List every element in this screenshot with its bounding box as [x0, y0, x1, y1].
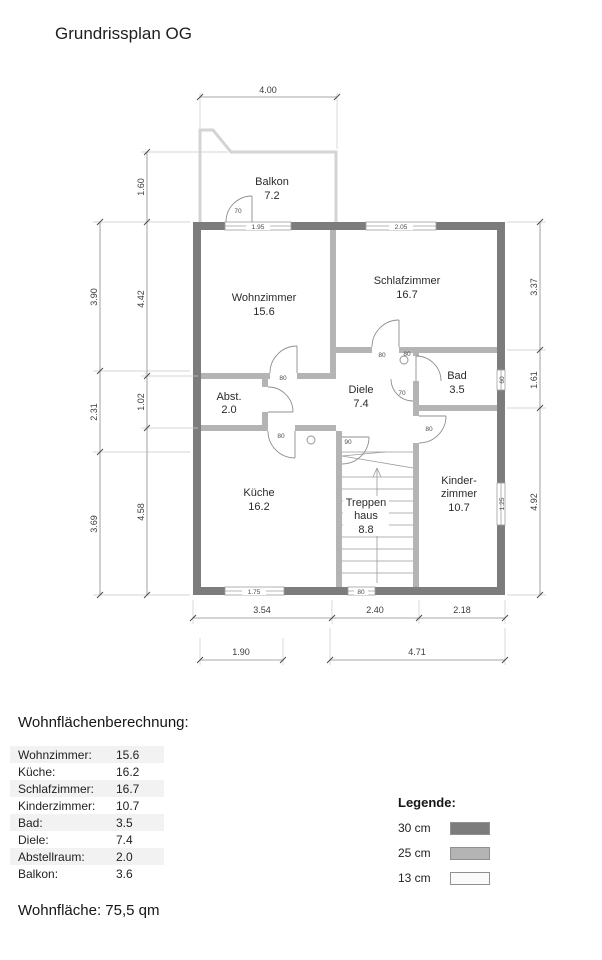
dim-left-inner-1: 4.42: [136, 290, 146, 308]
dim-right-3: 4.92: [529, 493, 539, 511]
label-bad-door: 80: [403, 351, 411, 358]
legend-row: 13 cm: [398, 871, 490, 885]
floorplan-drawing: 4.00 3.90 2.31 3.69 1.60 4.42 1.02 4.58 …: [89, 85, 546, 665]
room-value: 2.0: [116, 849, 133, 864]
label-treppenhaus-door: 90: [344, 439, 352, 446]
table-row: Kinderzimmer: 10.7: [10, 797, 164, 814]
room-name-kueche: Küche: [243, 487, 274, 499]
legend-row: 30 cm: [398, 821, 490, 835]
page-title: Grundrissplan OG: [55, 24, 192, 43]
room-name-diele: Diele: [348, 384, 373, 396]
legend-row: 25 cm: [398, 846, 490, 860]
dimension-labels: 4.00 3.90 2.31 3.69 1.60 4.42 1.02 4.58 …: [89, 85, 539, 657]
legend: Legende: 30 cm 25 cm 13 cm: [398, 795, 490, 885]
dim-balcony-depth: 1.60: [136, 178, 146, 196]
dim-left-inner-2: 1.02: [136, 393, 146, 411]
dim-bottom-upper-3: 2.18: [453, 605, 471, 615]
table-row: Wohnzimmer: 15.6: [10, 746, 164, 763]
dim-left-outer-1: 3.90: [89, 288, 99, 306]
label-window-bottom: 1.75: [248, 589, 261, 596]
label-kueche-door: 80: [277, 433, 285, 440]
table-row: Schlafzimmer: 16.7: [10, 780, 164, 797]
room-name-wohnzimmer: Wohnzimmer: [232, 292, 297, 304]
label-kinderzimmer-door: 80: [425, 426, 433, 433]
room-label: Küche:: [18, 764, 56, 779]
label-diele-door: 70: [398, 390, 406, 397]
legend-heading: Legende:: [398, 795, 456, 810]
table-row: Balkon: 3.6: [10, 865, 164, 882]
room-name-treppenhaus-1: Treppen: [346, 497, 387, 509]
room-area-treppenhaus: 8.8: [358, 524, 373, 536]
dim-top-width: 4.00: [259, 85, 277, 95]
wall-25cm-swatch: [450, 846, 490, 860]
room-value: 15.6: [116, 747, 140, 762]
dim-left-inner-3: 4.58: [136, 503, 146, 521]
legend-label-30cm: 30 cm: [398, 821, 431, 835]
room-value: 3.5: [116, 815, 133, 830]
room-name-bad: Bad: [447, 370, 467, 382]
room-name-balkon: Balkon: [255, 176, 289, 188]
room-value: 7.4: [116, 832, 133, 847]
room-label: Abstellraum:: [18, 849, 85, 864]
room-area-bad: 3.5: [449, 384, 464, 396]
door-pivot-icon: [306, 435, 316, 445]
label-window-top-right: 2.05: [395, 224, 408, 231]
dim-bottom-upper-1: 3.54: [253, 605, 271, 615]
room-name-abstellraum: Abst.: [216, 391, 241, 403]
label-window-bad: 60: [499, 376, 506, 384]
legend-label-25cm: 25 cm: [398, 846, 431, 860]
label-wohnzimmer-door: 80: [279, 375, 287, 382]
balcony-outline: [198, 128, 338, 222]
room-value: 16.7: [116, 781, 140, 796]
room-value: 16.2: [116, 764, 140, 779]
label-opening-bottom: 80: [357, 589, 365, 596]
room-name-treppenhaus-2: haus: [354, 510, 378, 522]
room-label: Balkon:: [18, 866, 59, 881]
wall-13cm-swatch: [450, 871, 490, 885]
dim-left-outer-2: 2.31: [89, 403, 99, 421]
label-window-kinderzimmer: 1.25: [499, 497, 506, 510]
table-row: Bad: 3.5: [10, 814, 164, 831]
room-name-kinderzimmer-2: zimmer: [441, 488, 477, 500]
dim-bottom-lower-1: 1.90: [232, 647, 250, 657]
room-labels: Balkon 7.2 Wohnzimmer 15.6 Schlafzimmer …: [216, 176, 477, 536]
room-name-schlafzimmer: Schlafzimmer: [374, 275, 441, 287]
dim-right-1: 3.37: [529, 278, 539, 296]
dimension-lines: [93, 93, 546, 665]
room-label: Kinderzimmer:: [18, 798, 96, 813]
label-schlafzimmer-door: 80: [378, 352, 386, 359]
room-name-kinderzimmer-1: Kinder-: [441, 475, 477, 487]
opening-labels: 70 1.95 2.05 80 80 80 70 80 90 80 1.75 8…: [234, 208, 506, 596]
room-label: Bad:: [18, 815, 43, 830]
legend-label-13cm: 13 cm: [398, 871, 431, 885]
room-area-kinderzimmer: 10.7: [448, 502, 469, 514]
room-label: Diele:: [18, 832, 49, 847]
room-area-schlafzimmer: 16.7: [396, 289, 417, 301]
room-area-balkon: 7.2: [264, 190, 279, 202]
room-value: 3.6: [116, 866, 133, 881]
table-row: Abstellraum: 2.0: [10, 848, 164, 865]
room-area-diele: 7.4: [353, 398, 368, 410]
door-pivot-icon: [399, 355, 409, 365]
wall-30cm-swatch: [450, 821, 490, 835]
total-living-area: Wohnfläche: 75,5 qm: [18, 902, 160, 919]
dim-right-2: 1.61: [529, 371, 539, 389]
dim-bottom-lower-2: 4.71: [408, 647, 426, 657]
interior-walls: [201, 230, 497, 587]
room-label: Wohnzimmer:: [18, 747, 92, 762]
room-value: 10.7: [116, 798, 140, 813]
doors: [225, 195, 447, 465]
room-area-kueche: 16.2: [248, 501, 269, 513]
calculation-heading: Wohnflächenberechnung:: [18, 714, 189, 731]
label-balkon-door: 70: [234, 208, 242, 215]
table-row: Diele: 7.4: [10, 831, 164, 848]
dim-left-outer-3: 3.69: [89, 515, 99, 533]
area-table: Wohnzimmer: 15.6 Küche: 16.2 Schlafzimme…: [10, 746, 164, 882]
room-area-abstellraum: 2.0: [221, 404, 236, 416]
table-row: Küche: 16.2: [10, 763, 164, 780]
label-window-top-left: 1.95: [252, 224, 265, 231]
dim-bottom-upper-2: 2.40: [366, 605, 384, 615]
room-label: Schlafzimmer:: [18, 781, 95, 796]
room-area-wohnzimmer: 15.6: [253, 306, 274, 318]
